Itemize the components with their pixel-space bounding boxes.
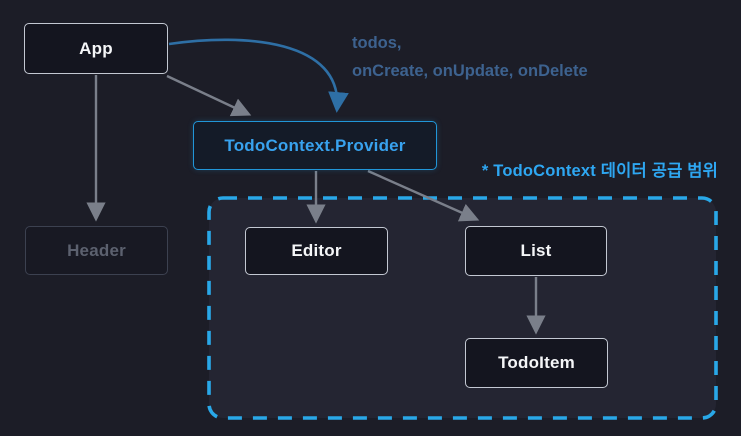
context-props-line1: todos, xyxy=(352,34,402,52)
node-editor-label: Editor xyxy=(291,241,342,260)
context-scope-annotation: * TodoContext 데이터 공급 범위 xyxy=(481,162,718,180)
context-props-line2: onCreate, onUpdate, onDelete xyxy=(352,62,588,80)
node-list: List xyxy=(465,226,607,276)
node-editor: Editor xyxy=(245,227,388,275)
node-list-label: List xyxy=(520,241,552,260)
node-todocontext-provider: TodoContext.Provider xyxy=(193,121,437,170)
arrow-app-to-provider xyxy=(166,74,252,117)
context-props-annotation: todos, onCreate, onUpdate, onDelete xyxy=(352,29,588,85)
arrow-provider-to-list xyxy=(367,169,480,222)
node-app: App xyxy=(24,23,168,74)
node-todoitem-label: TodoItem xyxy=(498,353,575,372)
node-app-label: App xyxy=(79,38,113,58)
arrow-app-context-value-curve xyxy=(168,38,349,113)
node-todoitem: TodoItem xyxy=(465,338,608,388)
node-header-label: Header xyxy=(67,240,126,260)
node-todocontext-provider-label: TodoContext.Provider xyxy=(224,135,406,155)
node-header: Header xyxy=(25,226,168,275)
